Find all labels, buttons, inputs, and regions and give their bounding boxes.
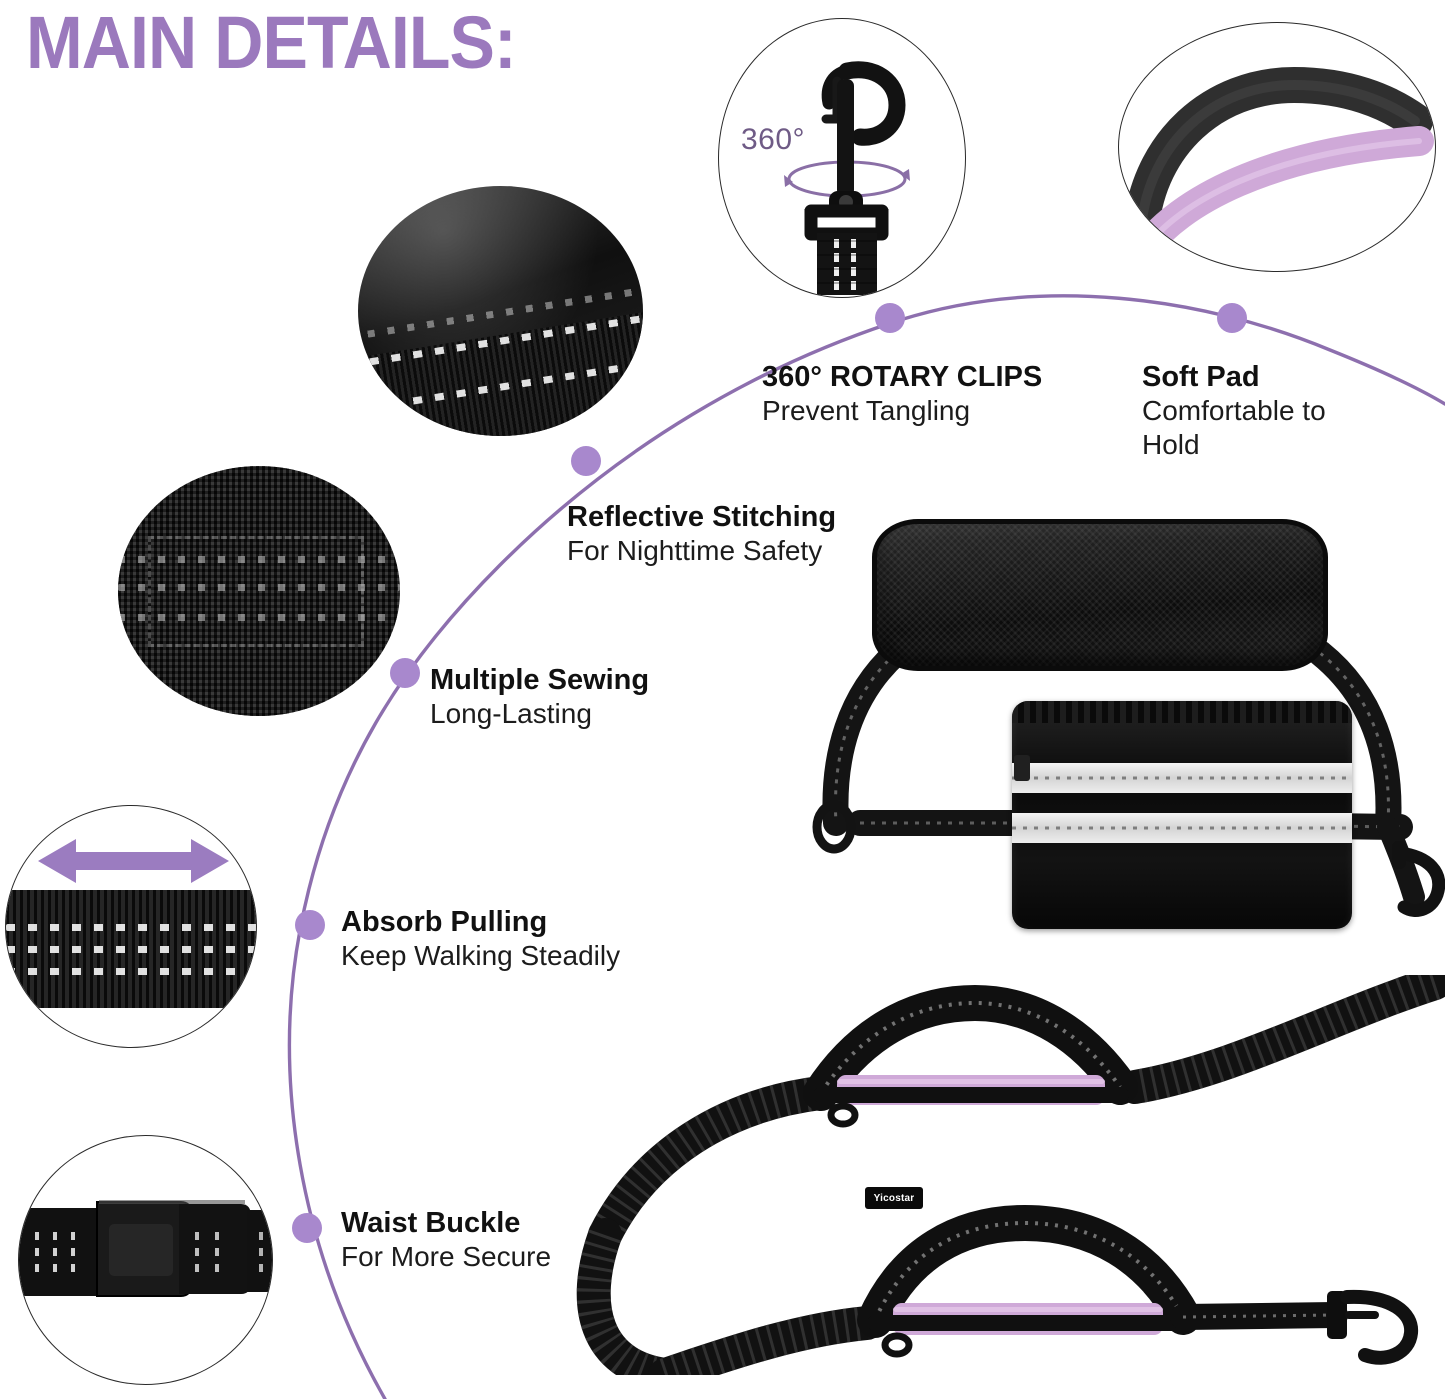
node-rotary-clips <box>875 303 905 333</box>
node-reflective-stitching <box>571 446 601 476</box>
detail-circle-reflective-stitching <box>358 186 643 436</box>
page-title: MAIN DETAILS: <box>26 1 517 84</box>
detail-circle-multiple-sewing <box>118 466 400 716</box>
product-waist-pack <box>800 505 1445 935</box>
callout-sub: For More Secure <box>341 1241 552 1273</box>
waist-pack-pouch <box>1012 701 1352 929</box>
callout-absorb-pulling: Absorb Pulling Keep Walking Steadily <box>341 905 620 973</box>
reflective-stitch-row <box>6 968 256 975</box>
reflective-stitch-row <box>6 946 256 953</box>
callout-sub: Prevent Tangling <box>762 395 971 427</box>
webbing-weave-texture <box>118 466 400 716</box>
node-absorb-pulling <box>295 910 325 940</box>
reflective-stripe <box>1012 763 1352 793</box>
d-ring-icon <box>812 800 856 854</box>
sewing-stitch-row <box>118 556 400 563</box>
side-release-buckle-illustration <box>19 1200 272 1297</box>
callout-sub: Keep Walking Steadily <box>341 940 621 972</box>
callout-rotary-clips: 360° ROTARY CLIPS Prevent Tangling <box>762 360 1042 428</box>
zipper-pull[interactable] <box>1014 755 1030 781</box>
reflective-stitch-row <box>6 924 256 931</box>
callout-headline: Waist Buckle <box>341 1207 521 1239</box>
reflective-stripe <box>1012 813 1352 843</box>
node-soft-pad <box>1217 303 1247 333</box>
node-waist-buckle <box>292 1213 322 1243</box>
callout-headline: Reflective Stitching <box>567 501 837 533</box>
callout-headline: Soft Pad <box>1142 361 1260 393</box>
zipper-top <box>1012 701 1352 723</box>
rotation-badge-text: 360° <box>741 123 806 156</box>
swivel-snap-hook-icon <box>784 61 910 295</box>
detail-circle-waist-buckle <box>18 1135 273 1385</box>
detail-circle-rotary-clip: 360° <box>718 18 966 298</box>
callout-reflective-stitching: Reflective Stitching For Nighttime Safet… <box>567 500 836 568</box>
detail-circle-absorb-pulling <box>5 805 257 1048</box>
brand-tag: Yicostar <box>865 1187 923 1209</box>
padded-back-support <box>872 519 1328 671</box>
box-stitch-outline <box>148 536 364 647</box>
sewing-stitch-row <box>118 614 400 621</box>
double-headed-arrow-icon <box>38 839 229 883</box>
padded-handle-illustration <box>1123 66 1434 266</box>
callout-waist-buckle: Waist Buckle For More Secure <box>341 1206 551 1274</box>
callout-sub: Long-Lasting <box>430 698 592 730</box>
callout-headline: Multiple Sewing <box>430 664 650 696</box>
snap-hook-icon <box>1340 1289 1419 1365</box>
callout-headline: Absorb Pulling <box>341 906 548 938</box>
callout-soft-pad: Soft Pad Comfortable to Hold <box>1142 360 1362 461</box>
snap-hook-icon <box>1392 841 1445 917</box>
sewing-stitch-row <box>118 584 400 591</box>
callout-sub: For Nighttime Safety <box>567 535 823 567</box>
bungee-leash-illustration <box>576 966 1445 1392</box>
callout-headline: 360° ROTARY CLIPS <box>762 361 1043 393</box>
product-bungee-leash: Yicostar <box>575 966 1445 1392</box>
detail-circle-soft-pad <box>1118 22 1436 272</box>
callout-multiple-sewing: Multiple Sewing Long-Lasting <box>430 663 649 731</box>
callout-sub: Comfortable to Hold <box>1142 395 1326 460</box>
